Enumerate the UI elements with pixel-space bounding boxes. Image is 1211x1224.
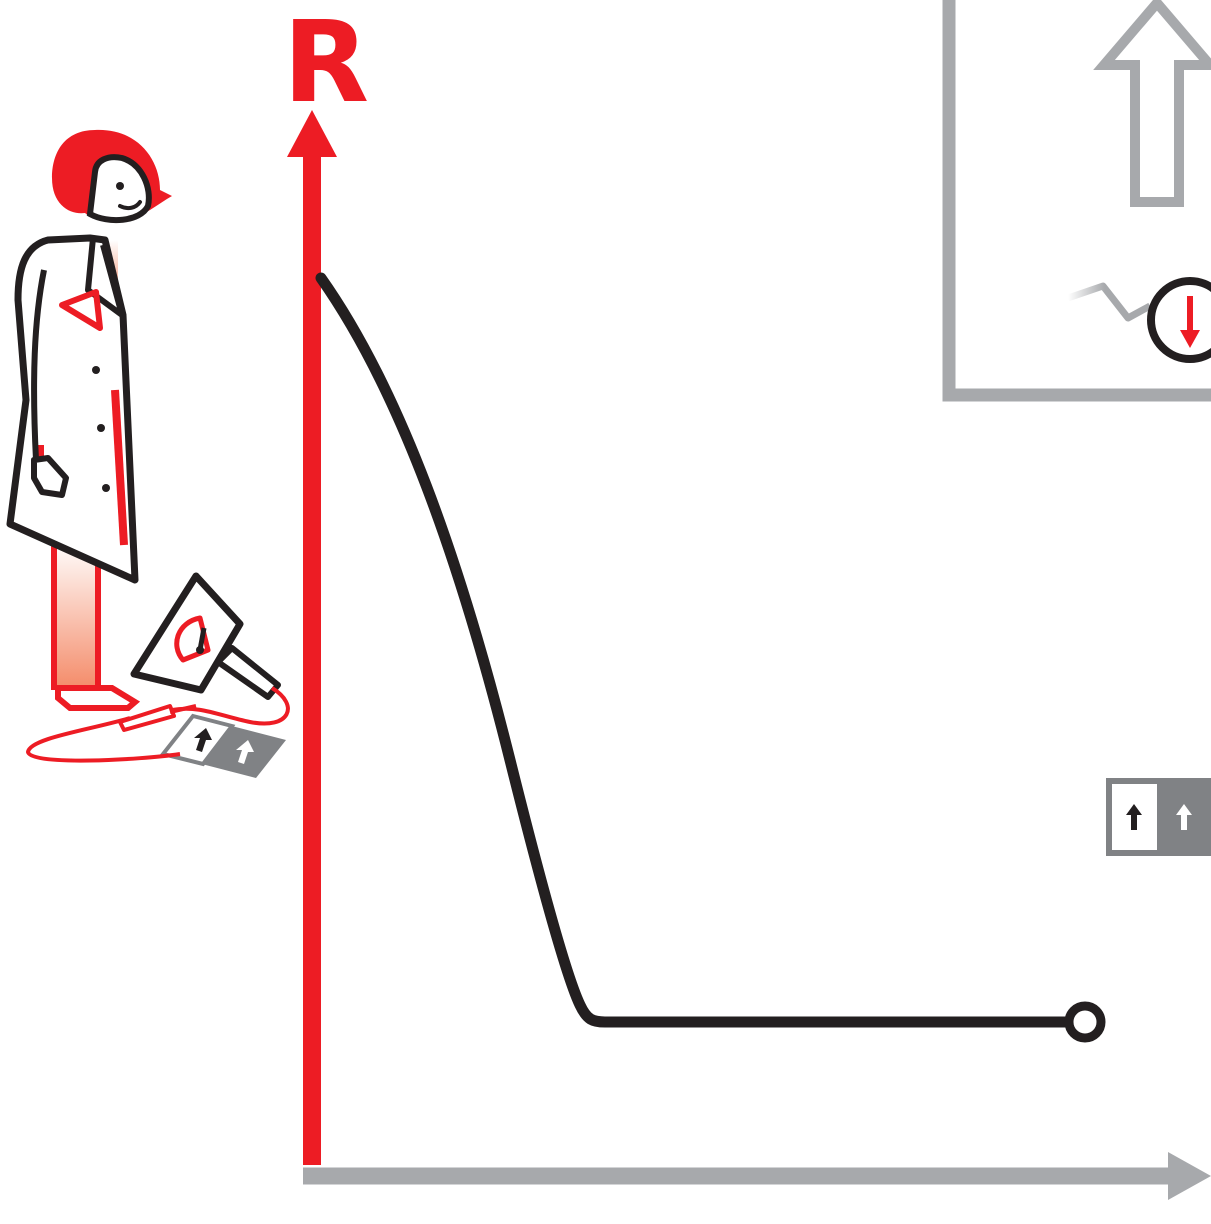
y-axis xyxy=(287,110,337,1165)
x-axis xyxy=(303,1152,1211,1200)
spin-down-icon xyxy=(1151,281,1211,359)
y-axis-label: R xyxy=(283,0,369,128)
inset-panel xyxy=(949,0,1211,395)
zigzag-line xyxy=(1068,286,1150,318)
curve-end-marker xyxy=(1069,1006,1101,1038)
scientist-figure xyxy=(10,130,172,708)
up-arrow-icon xyxy=(1104,3,1210,202)
aligned-spins-icon xyxy=(1108,780,1211,854)
multimeter-icon xyxy=(134,576,278,697)
x-axis-arrowhead xyxy=(1168,1152,1211,1200)
